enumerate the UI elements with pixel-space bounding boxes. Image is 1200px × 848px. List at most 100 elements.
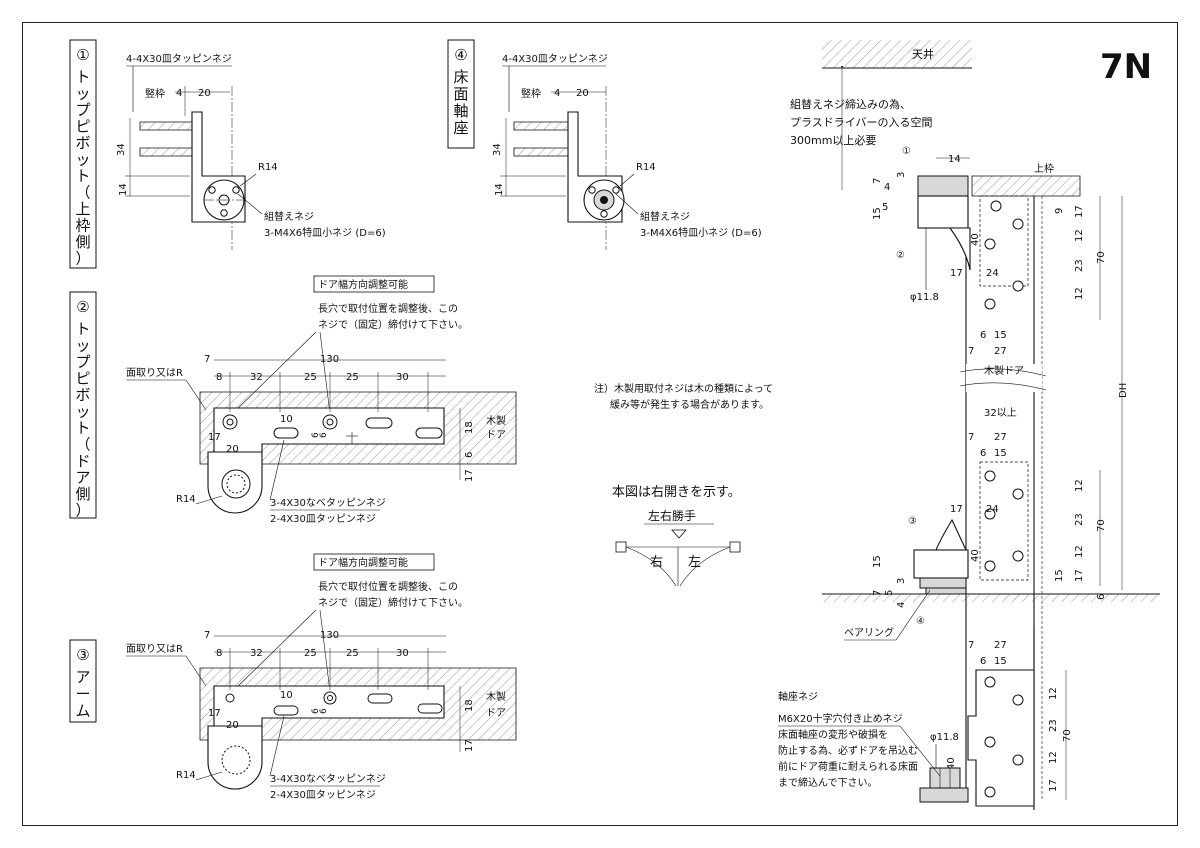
rv-d3: 3 (896, 172, 907, 178)
s3-chamfer: 面取り又はR (126, 643, 183, 655)
section3-drawing: ドア幅方向調整可能 長穴で取付位置を調整後、この ネジで（固定）締付けて下さい。… (126, 553, 517, 801)
s3-adjust-box: ドア幅方向調整可能 (318, 556, 408, 569)
rv-d7d: 7 (872, 590, 883, 596)
section4-title-char: 床 (453, 68, 468, 86)
rv-d12f: 12 (1048, 751, 1059, 764)
rv-d6a: 6 (980, 330, 986, 341)
section1-title-char: ボ (75, 134, 90, 152)
model-badge: 7N (1100, 47, 1152, 87)
s1-dim-20: 20 (198, 88, 211, 99)
s1-dim-14: 14 (118, 183, 129, 196)
s4-radius: R14 (636, 162, 656, 173)
s1-adjust-spec: 3-M4X6特皿小ネジ (D=6) (264, 227, 386, 239)
section2-title-char: ボ (75, 386, 90, 404)
rv-d4b: 4 (896, 602, 907, 608)
rv-d12a: 12 (1074, 229, 1085, 242)
s4-dim-20: 20 (576, 88, 589, 99)
s1-dim-4: 4 (176, 88, 182, 99)
section4-title-char: 座 (453, 119, 468, 137)
s2-d6a: 6 (311, 432, 321, 438)
rv-d27b: 27 (994, 432, 1007, 443)
s4-frame-label: 竪枠 (521, 87, 541, 100)
s3-note2: ネジで（固定）締付けて下さい。 (318, 596, 468, 609)
rv-d15: 15 (872, 207, 883, 220)
section4-title-char: 面 (453, 85, 468, 103)
rv-d24b: 24 (986, 504, 999, 515)
s2-d20: 20 (226, 444, 239, 455)
rv-d12e: 12 (1048, 687, 1059, 700)
section1-title-char: ト (75, 68, 90, 86)
rv-d3b: 3 (896, 578, 907, 584)
rv-d17c: 17 (950, 504, 963, 515)
s3-screw2: 2-4X30皿タッピンネジ (270, 789, 376, 801)
floor-note: 軸座ネジ M6X20十字穴付き止めネジ 床面軸座の変形や破損を 防止する為、必ず… (778, 690, 941, 789)
hand-right: 右 (650, 555, 663, 570)
rv-d6b: 6 (980, 448, 986, 459)
rv-d7c: 7 (968, 432, 974, 443)
s4-adjust-screw: 組替えネジ (640, 210, 690, 223)
s1-radius: R14 (258, 162, 278, 173)
floor-note-l5: まで締込んで下さい。 (778, 776, 878, 789)
floor-note-title: 軸座ネジ (778, 690, 818, 703)
rv-d27c: 27 (994, 640, 1007, 651)
s4-dim-14: 14 (494, 183, 505, 196)
callout-2: ② (896, 250, 905, 261)
s2-chamfer: 面取り又はR (126, 367, 183, 379)
rv-d70b: 70 (1096, 519, 1107, 532)
section1-title-char: ッ (75, 85, 90, 103)
rv-d15d: 15 (872, 555, 883, 568)
rv-d17e: 17 (1048, 779, 1059, 792)
s3-d32: 32 (250, 648, 263, 659)
section2-title-char: ッ (75, 403, 90, 421)
rv-d4: 4 (884, 182, 890, 193)
s3-d7: 7 (204, 630, 210, 641)
hand-title: 本図は右開きを示す。 (612, 485, 741, 500)
callout-3: ③ (908, 516, 917, 527)
section1-title-char: 側 (75, 233, 90, 251)
s2-screw2: 2-4X30皿タッピンネジ (270, 513, 376, 525)
rv-d12d: 12 (1074, 545, 1085, 558)
section3-num: ③ (76, 646, 89, 664)
s2-door1: 木製 (486, 414, 506, 427)
section2-title-char: ド (75, 452, 90, 470)
section1-drawing: 4-4X30皿タッピンネジ 竪枠 4 20 34 14 R14 組替えネジ 3-… (116, 53, 386, 250)
s3-d30: 30 (396, 648, 409, 659)
rv-d23a: 23 (1074, 259, 1085, 272)
callout-1: ① (902, 146, 911, 157)
rv-d15b: 15 (994, 448, 1007, 459)
wood-screw-note1: 注）木製用取付ネジは木の種類によって (594, 382, 773, 395)
s3-d130: 130 (320, 630, 339, 641)
s2-radius: R14 (176, 494, 196, 505)
s3-d25a: 25 (304, 648, 317, 659)
right-side-view: 天井 組替えネジ締込みの為、 プラスドライバーの入る空間 300mm以上必要 上… (790, 40, 1160, 810)
floor-note-l2: 床面軸座の変形や破損を (778, 728, 888, 741)
rv-d32plus: 32以上 (984, 407, 1017, 419)
s2-door2: ドア (486, 430, 506, 441)
section1-title-char: （ (75, 184, 90, 202)
section2-title-char: （ (75, 436, 90, 454)
section4-drawing: 4-4X30皿タッピンネジ 竪枠 4 20 34 14 R14 組替えネジ 3-… (492, 53, 762, 250)
section1-title-char: プ (75, 101, 90, 119)
space-note2: プラスドライバーの入る空間 (790, 115, 933, 129)
wood-door-label: 木製ドア (984, 364, 1024, 377)
s1-adjust-screw: 組替えネジ (264, 210, 314, 223)
s2-adjust-box: ドア幅方向調整可能 (318, 278, 408, 291)
s1-dim-34: 34 (116, 143, 127, 156)
rv-d40: 40 (970, 233, 981, 246)
s3-door2: ドア (486, 708, 506, 719)
section1-title-char: 枠 (75, 217, 90, 235)
wood-screw-note2: 緩み等が発生する場合があります。 (610, 398, 769, 411)
rv-d5b: 5 (884, 590, 895, 596)
floor-note-l3: 防止する為、必ずドアを吊込む (778, 744, 918, 757)
rv-d5: 5 (882, 202, 888, 213)
drawing-frame (22, 22, 1178, 826)
s2-d130: 130 (320, 354, 339, 365)
section3-title-char: ア (75, 668, 90, 686)
s3-door1: 木製 (486, 690, 506, 703)
s2-d17: 17 (208, 432, 221, 443)
section3-title-char: ー (75, 685, 90, 703)
s3-radius: R14 (176, 770, 196, 781)
s4-dim-4: 4 (554, 88, 560, 99)
